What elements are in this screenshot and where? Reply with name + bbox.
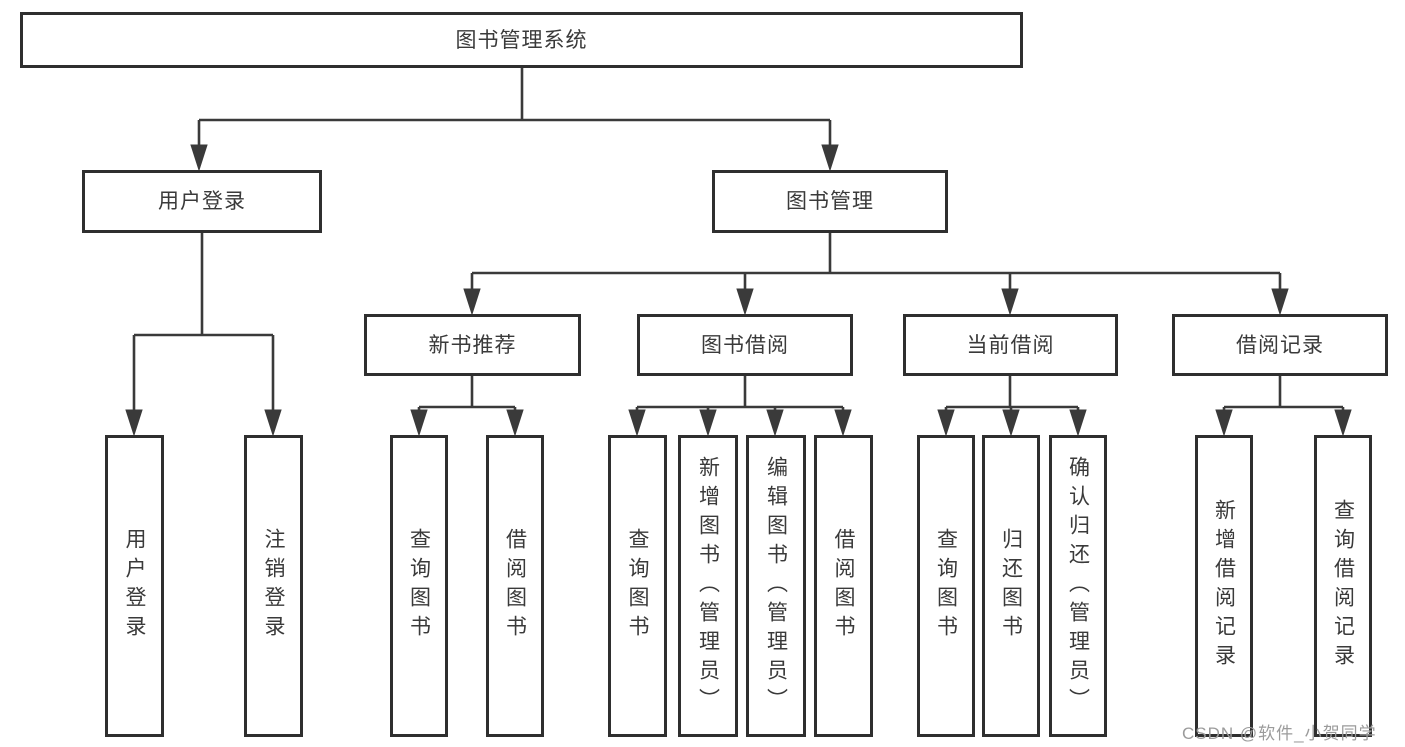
connector-root-to-level2 (197, 68, 832, 148)
arrowhead-down-icon (125, 409, 143, 437)
connector-borrow-to-leaves (635, 376, 845, 413)
leaf-logout: 注销登录 (244, 435, 303, 737)
connector-rec-to-leaves (417, 376, 517, 413)
leaf-confirm-return-admin: 确认归还（管理员） (1049, 435, 1107, 737)
arrowhead-down-icon (463, 288, 481, 316)
arrowhead-down-icon (834, 409, 852, 437)
leaf-return-books: 归还图书 (982, 435, 1040, 737)
node-user-login: 用户登录 (82, 170, 322, 233)
arrowhead-down-icon (410, 409, 428, 437)
arrowhead-down-icon (1215, 409, 1233, 437)
connector-current-to-leaves (944, 376, 1080, 413)
arrowhead-down-icon (1271, 288, 1289, 316)
leaf-edit-books-admin: 编辑图书（管理员） (746, 435, 806, 737)
node-current-borrow: 当前借阅 (903, 314, 1118, 376)
leaf-user-login: 用户登录 (105, 435, 164, 737)
leaf-query-books-rec: 查询图书 (390, 435, 448, 737)
arrowhead-down-icon (1002, 409, 1020, 437)
arrowhead-down-icon (937, 409, 955, 437)
arrowhead-down-icon (766, 409, 784, 437)
connector-login-to-leaves (132, 233, 275, 413)
arrowhead-down-icon (1334, 409, 1352, 437)
node-new-book-recommend: 新书推荐 (364, 314, 581, 376)
arrowhead-down-icon (190, 144, 208, 172)
leaf-query-books-current: 查询图书 (917, 435, 975, 737)
node-book-management: 图书管理 (712, 170, 948, 233)
node-book-borrow: 图书借阅 (637, 314, 853, 376)
arrowhead-down-icon (506, 409, 524, 437)
leaf-borrow-books: 借阅图书 (814, 435, 873, 737)
leaf-add-books-admin: 新增图书（管理员） (678, 435, 738, 737)
csdn-watermark: CSDN @软件_小贺同学 (1182, 724, 1377, 743)
arrowhead-down-icon (1001, 288, 1019, 316)
arrowhead-down-icon (628, 409, 646, 437)
leaf-add-borrow-record: 新增借阅记录 (1195, 435, 1253, 737)
leaf-query-books: 查询图书 (608, 435, 667, 737)
connector-records-to-leaves (1222, 376, 1345, 413)
arrowhead-down-icon (1069, 409, 1087, 437)
node-borrow-records: 借阅记录 (1172, 314, 1388, 376)
connector-mgmt-to-level3 (470, 233, 1282, 292)
leaf-borrow-books-rec: 借阅图书 (486, 435, 544, 737)
arrowhead-down-icon (821, 144, 839, 172)
arrowhead-group (125, 144, 1352, 437)
arrowhead-down-icon (699, 409, 717, 437)
node-library-system: 图书管理系统 (20, 12, 1023, 68)
arrowhead-down-icon (264, 409, 282, 437)
arrowhead-down-icon (736, 288, 754, 316)
leaf-query-borrow-record: 查询借阅记录 (1314, 435, 1372, 737)
